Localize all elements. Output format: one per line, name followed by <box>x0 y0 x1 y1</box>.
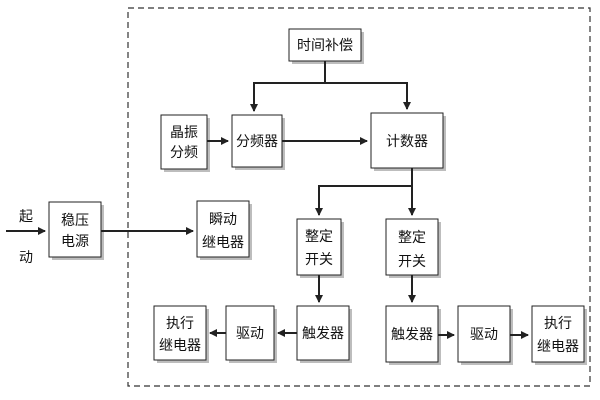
regulator-block: 稳压 电源 <box>48 201 104 260</box>
trigger-right-label: 触发器 <box>391 327 433 343</box>
setting-switch-right-block: 整定 开关 <box>385 218 441 278</box>
time-compensation-label: 时间补偿 <box>297 38 353 54</box>
setting-switch-right-label-1: 整定 <box>398 230 426 246</box>
drive-right-block: 驱动 <box>457 305 513 365</box>
counter-block: 计数器 <box>370 112 446 171</box>
start-label-2: 动 <box>19 250 33 266</box>
instant-relay-label-2: 继电器 <box>202 235 244 251</box>
crystal-label-2: 分频 <box>170 145 198 161</box>
drive-left-label: 驱动 <box>236 326 264 342</box>
exec-relay-right-label-2: 继电器 <box>537 339 579 355</box>
frequency-divider-block: 分频器 <box>231 114 285 170</box>
trigger-left-block: 触发器 <box>296 305 352 363</box>
instant-relay-label-1: 瞬动 <box>209 212 237 228</box>
setting-switch-left-label-1: 整定 <box>305 229 333 245</box>
drive-right-label: 驱动 <box>470 327 498 343</box>
drive-left-block: 驱动 <box>225 305 277 363</box>
exec-relay-left-block: 执行 继电器 <box>153 305 209 363</box>
trigger-right-block: 触发器 <box>385 305 441 365</box>
exec-relay-right-label-1: 执行 <box>544 316 572 332</box>
counter-label: 计数器 <box>386 134 428 150</box>
exec-relay-left-label-1: 执行 <box>166 316 194 332</box>
start-label-1: 起 <box>19 209 33 225</box>
regulator-label-1: 稳压 <box>61 213 89 229</box>
time-compensation-block: 时间补偿 <box>288 28 364 64</box>
regulator-label-2: 电源 <box>61 234 89 250</box>
setting-switch-left-block: 整定 开关 <box>296 218 344 278</box>
crystal-divider-block: 晶振 分频 <box>160 114 210 172</box>
exec-relay-left-label-2: 继电器 <box>159 338 201 354</box>
setting-switch-right-label-2: 开关 <box>398 254 426 270</box>
arrow-timecomp-to-counter <box>325 82 411 110</box>
arrow-timecomp-to-divider <box>250 61 326 112</box>
crystal-label-1: 晶振 <box>170 125 198 141</box>
setting-switch-left-label-2: 开关 <box>305 252 333 268</box>
arrow-counter-to-switch-left <box>315 168 413 216</box>
system-boundary <box>127 7 591 387</box>
frequency-divider-label: 分频器 <box>236 134 278 150</box>
trigger-left-label: 触发器 <box>302 326 344 342</box>
exec-relay-right-block: 执行 继电器 <box>531 305 587 365</box>
instant-relay-block: 瞬动 继电器 <box>196 200 252 260</box>
